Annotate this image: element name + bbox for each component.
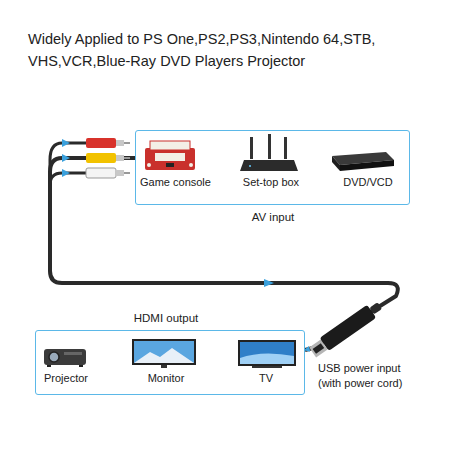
device-label: DVD/VCD <box>343 176 393 189</box>
hdmi-adapter <box>308 299 384 359</box>
game-console-icon <box>145 141 195 170</box>
device-label: TV <box>259 372 273 385</box>
dvd-player-icon <box>332 152 394 171</box>
signal-arrows <box>62 139 274 287</box>
rca-plug-red <box>86 138 130 148</box>
group-heading: HDMI output <box>134 312 199 325</box>
device-group-box: Game consoleSet-top boxDVD/VCDAV input <box>135 130 410 205</box>
heading: Widely Applied to PS One,PS2,PS3,Nintend… <box>28 28 424 72</box>
tv-icon <box>238 340 296 368</box>
set-top-box-icon <box>240 134 298 171</box>
device-label: Projector <box>44 372 88 385</box>
power-note: USB power input (with power cord) <box>318 361 422 391</box>
device-label: Game console <box>140 176 211 189</box>
monitor-icon <box>132 339 196 368</box>
red-wire <box>50 143 86 175</box>
device-label: Monitor <box>148 372 185 385</box>
projector-icon <box>44 349 86 367</box>
group-heading: AV input <box>252 211 295 224</box>
device-group-box: HDMI outputProjectorMonitorTV <box>35 330 305 395</box>
white-wire <box>50 173 86 185</box>
device-label: Set-top box <box>243 176 299 189</box>
rca-plug-white <box>86 168 130 178</box>
rca-plug-yellow <box>86 153 130 163</box>
